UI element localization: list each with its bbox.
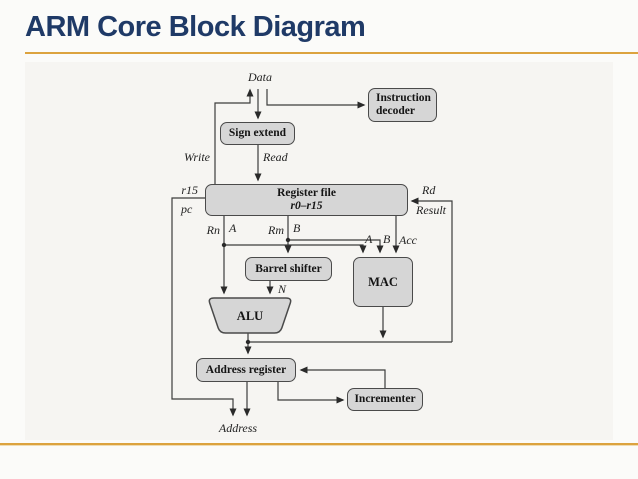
instruction-decoder-label: Instruction decoder [376,92,431,117]
wire-a-bus-to-mac [224,244,367,254]
incrementer-box: Incrementer [347,388,423,411]
address-signal-label: Address [218,421,258,435]
data-signal-label: Data [248,70,272,84]
register-file-box: Register file r0–r15 [205,184,408,216]
a-alu-signal-label: A [229,221,237,235]
wire-incrementer-to-addressreg [299,366,386,388]
junction-alu-out [245,339,251,345]
b-shifter-signal-label: B [293,221,301,235]
alu-shape [208,297,292,334]
mac-label: MAC [368,274,398,289]
rm-signal-label: Rm [268,223,284,237]
rd-signal-label: Rd [422,183,436,197]
wire-write-to-data [214,88,254,184]
pc-signal-label: pc [181,202,193,216]
register-file-range-label: r0–r15 [290,200,323,212]
footer-rule [0,443,638,446]
incrementer-label: Incrementer [354,393,416,405]
a-mac-signal-label: A [365,232,373,246]
b-mac-signal-label: B [383,232,391,246]
barrel-shifter-label: Barrel shifter [255,262,322,275]
sign-extend-label: Sign extend [228,127,287,139]
n-signal-label: N [278,282,287,296]
wire-result-to-regfile [410,197,453,342]
wire-b-bus-to-mac [288,239,384,254]
mac-box: MAC [353,257,413,307]
scanned-figure-background [25,62,613,440]
page-title: ARM Core Block Diagram [25,11,366,43]
address-register-box: Address register [196,358,296,382]
read-signal-label: Read [263,150,288,164]
rn-signal-label: Rn [206,223,220,237]
r15-signal-label: r15 [181,183,198,197]
write-signal-label: Write [184,150,210,164]
wire-addressreg-to-incrementer [277,382,345,404]
wire-pc-loop-to-address [171,197,237,417]
instruction-decoder-box: Instruction decoder [368,88,437,122]
junction-b-bus [285,237,291,243]
wire-data-to-decoder [266,89,366,109]
address-register-label: Address register [205,363,287,376]
junction-a-bus [221,242,227,248]
alu-label: ALU [236,309,264,323]
sign-extend-box: Sign extend [220,122,295,145]
acc-signal-label: Acc [399,233,417,247]
barrel-shifter-box: Barrel shifter [245,257,332,281]
title-underline [25,52,638,54]
result-signal-label: Result [416,203,446,217]
register-file-label: Register file [277,187,336,199]
